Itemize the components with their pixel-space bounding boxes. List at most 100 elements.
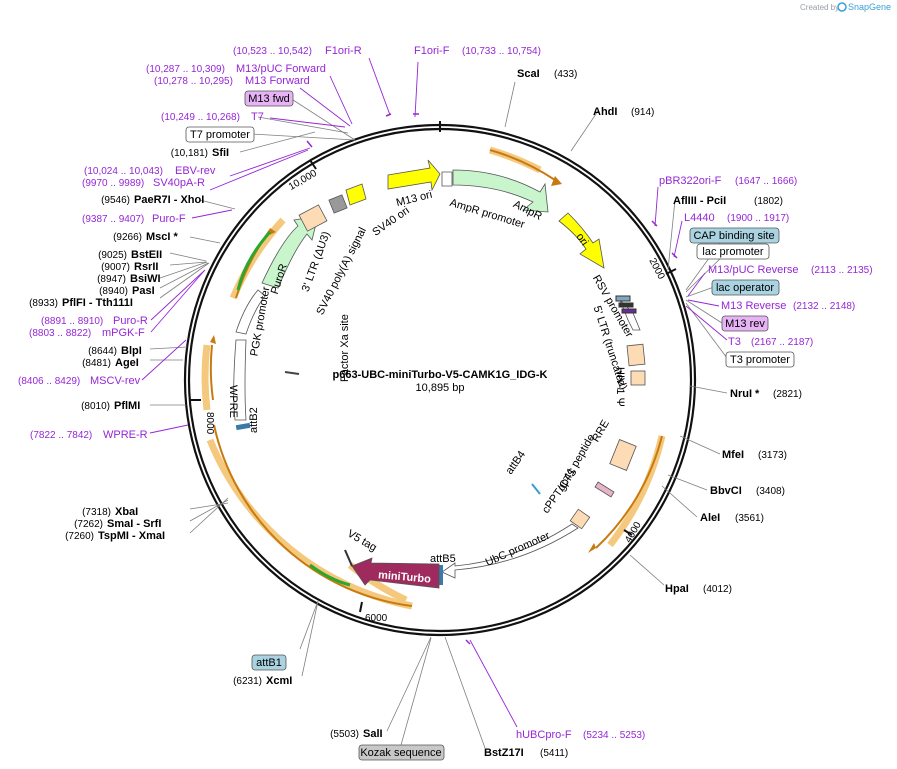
primer-name: T7 [251,111,264,123]
rre-box [609,439,637,471]
site-name: BstEII [131,249,162,261]
site-pos: (2821) [773,389,802,400]
site-pos: (3173) [758,450,787,461]
orf-band-5 [229,217,286,300]
hiv-psi-box [630,370,646,386]
site-pos: (5503) [330,729,359,740]
plasmid-name: p663-UBC-miniTurbo-V5-CAMK1G_IDG-K [333,369,548,381]
site-name: TspMI - XmaI [98,530,165,542]
site-label-xhoi: (9546) PaeR7I - XhoI [101,194,204,206]
primer-range: (2113 .. 2135) [811,265,873,276]
tick-label: 8000 [204,412,215,435]
site-label-msci: (9266) MscI * [113,231,178,243]
primer-range: (1900 .. 1917) [727,213,789,224]
primer-name: MSCV-rev [90,375,141,387]
primer-name: M13/pUC Reverse [708,264,798,276]
feature-label-factor-xa: Factor Xa site [339,314,351,382]
v5-tag-mark [344,549,353,567]
kozak-leader [400,637,432,746]
box-m13-fwd: M13 fwd [244,90,294,107]
primer-name: L4440 [684,212,715,224]
site-pos: (8644) [88,346,117,357]
plasmid-length: 10,895 bp [416,382,465,394]
primer-range: (8803 .. 8822) [29,328,91,339]
feature-label-ori: ori [574,231,591,248]
primer-range: (10,024 .. 10,043) [84,166,163,177]
site-label-bsteii: (9025) BstEII [98,249,162,261]
site-label-ahdi: AhdI (914) [593,106,654,118]
primer-label-f1ori-r: (10,523 .. 10,542) F1ori-R [233,45,362,57]
site-pos: (5411) [540,748,568,759]
sv40-polya-box [328,194,348,214]
box-cap-binding-site: CAP binding site [689,227,780,244]
site-label-bsiwi: (8947) BsiWI [97,273,160,285]
primer-label-puro-f: (9387 .. 9407) Puro-F [82,213,186,225]
primer-name: M13/pUC Forward [236,63,326,75]
m13-ori-arrow [387,159,441,192]
primer-label-m13-reverse: M13 Reverse (2132 .. 2148) [721,300,855,312]
site-label-pflmi: (8010) PflMI [81,400,140,412]
box-kozak-sequence: Kozak sequence [358,744,445,761]
pgk-promoter-arrow [235,289,266,335]
primer-range: (5234 .. 5253) [583,730,645,741]
primer-label-m13-forward: (10,278 .. 10,295) M13 Forward [154,75,310,87]
site-pos: (9007) [101,262,130,273]
primer-range: (9387 .. 9407) [82,214,144,225]
attb1-leader [299,600,319,650]
box-t3-promoter: T3 promoter [725,351,795,368]
site-label-pflfi: (8933) PflFI - Tth111I [29,297,133,309]
primer-range: (9970 .. 9989) [82,178,144,189]
primer-label-wpre-r: (7822 .. 7842) WPRE-R [30,429,148,441]
feature-label-attb2: attB2 [248,407,260,433]
box-attb1: attB1 [251,654,287,671]
primer-range: (2167 .. 2187) [751,337,813,348]
site-name: PflFI - Tth111I [62,297,133,309]
site-label-smai: (7262) SmaI - SrfI [74,518,161,530]
primer-range: (7822 .. 7842) [30,430,92,441]
site-label-mfei: MfeI (3173) [722,449,787,461]
feature-label-ubc-promoter: UbC promoter [484,530,552,569]
site-pos: (3561) [735,513,764,524]
box-label: T7 promoter [190,129,250,141]
primer-label-puro-r: (8891 .. 8910) Puro-R [41,315,148,327]
primer-range: (10,523 .. 10,542) [233,46,312,57]
attb2-mark [235,422,251,431]
feature-label-cppt: cPPT/CTS [540,466,580,515]
site-leader-lines [149,81,728,749]
site-name: PasI [132,285,155,297]
primer-label-t7: (10,249 .. 10,268) T7 [161,111,264,123]
orf-band-6 [201,344,211,411]
tick-label: 6000 [365,613,388,624]
primer-name: Puro-R [113,315,148,327]
watermark-brand: SnapGene [848,2,891,12]
site-label-pasi: (8940) PasI [99,285,155,297]
site-name: AleI [700,512,720,524]
wpre-arrow [233,339,247,421]
site-pos: (4012) [703,584,732,595]
backbone-ticks [190,121,677,613]
site-pos: (914) [631,107,654,118]
site-label-sfii: (10,181) SfiI [171,147,229,159]
site-pos: (8010) [81,401,110,412]
tick-label: 2000 [646,256,666,281]
lac-feature-cluster [615,295,637,314]
site-pos: (7318) [82,507,111,518]
site-label-alei: AleI (3561) [700,512,764,524]
site-name: ScaI [517,68,540,80]
feature-label-pgk-promoter: PGK promoter [248,285,272,357]
orf-band-4 [206,438,413,610]
site-name: BlpI [121,345,142,357]
box-label: attB1 [256,657,282,669]
feature-label-miniturbo: miniTurbo [378,569,432,586]
site-pos: (3408) [756,486,785,497]
ampr-promoter-arrow [441,171,453,187]
box-label: M13 fwd [248,93,290,105]
primer-name: T3 [728,336,741,348]
primer-label-t3: T3 (2167 .. 2187) [728,336,813,348]
site-pos: (8481) [82,358,111,369]
site-name: NruI * [730,388,760,400]
site-label-blpi: (8644) BlpI [88,345,142,357]
orf-green-left [236,231,272,291]
site-name: PaeR7I - XhoI [134,194,204,206]
primer-range: (2132 .. 2148) [793,301,855,312]
